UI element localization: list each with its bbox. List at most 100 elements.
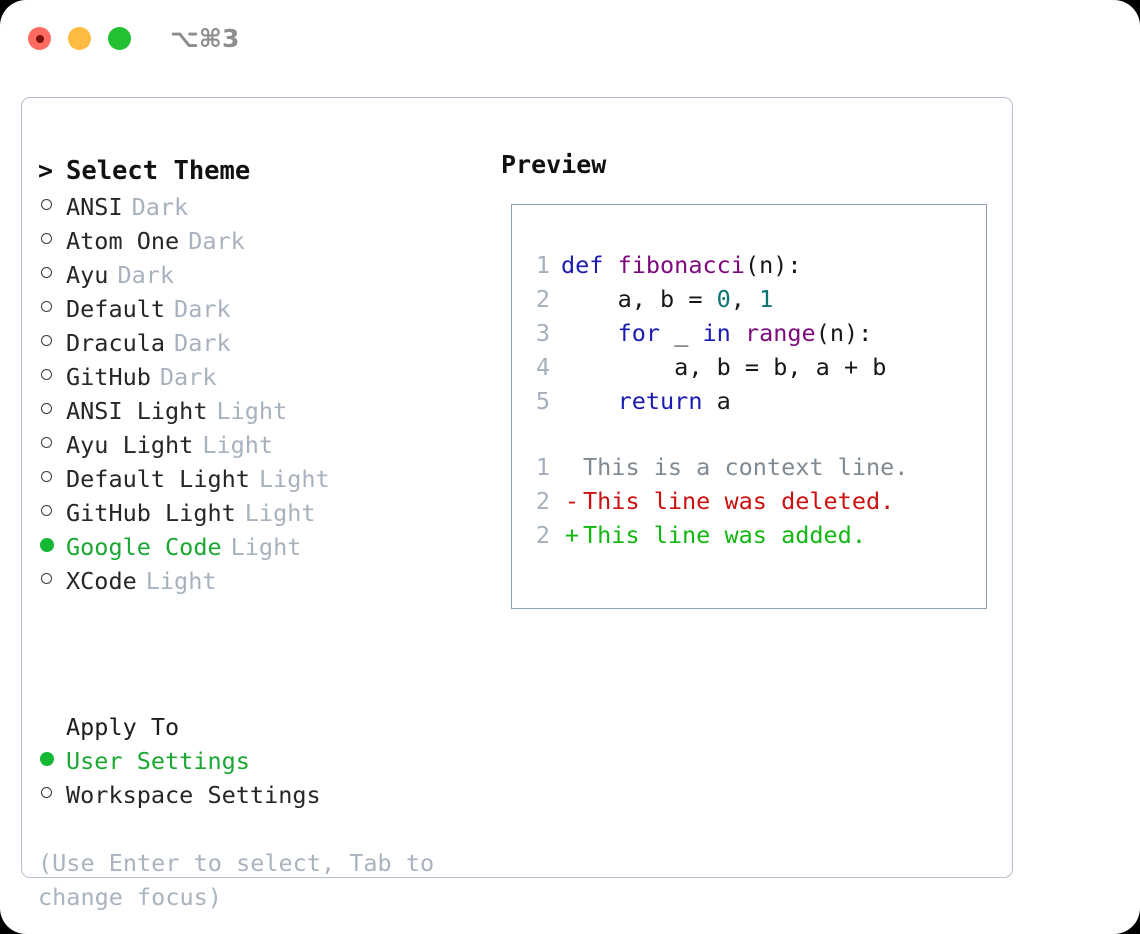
theme-list-item[interactable]: GitHub Light Light <box>38 496 478 530</box>
line-number: 3 <box>535 319 550 347</box>
theme-list-item[interactable]: Google Code Light <box>38 530 478 564</box>
line-number: 4 <box>535 353 550 381</box>
theme-name: Atom One <box>66 227 180 255</box>
code-token-plain: , <box>730 285 760 313</box>
code-token-plain <box>561 384 618 418</box>
code-token-kw: def <box>561 251 618 279</box>
theme-variant-badge: Dark <box>117 261 175 289</box>
theme-list-item[interactable]: Ayu Light Light <box>38 428 478 462</box>
theme-variant-badge: Dark <box>131 193 189 221</box>
apply-to-option-label: Workspace Settings <box>66 781 321 809</box>
theme-variant-badge: Light <box>230 533 302 561</box>
code-token-num: 0 <box>716 285 731 313</box>
close-window-button[interactable] <box>28 27 51 50</box>
theme-variant-badge: Dark <box>174 295 231 323</box>
diff-line: 2 +This line was added. <box>524 518 980 552</box>
code-token-kw: for <box>617 319 661 347</box>
theme-name: ANSI <box>66 193 123 221</box>
theme-variant-badge: Dark <box>159 363 217 391</box>
code-token-plain <box>561 316 618 350</box>
theme-name: Dracula <box>66 329 166 357</box>
minimize-window-button[interactable] <box>68 27 91 50</box>
code-token-plain: a, b = b, a + b <box>561 353 887 381</box>
diff-line-number: 2 <box>535 487 550 515</box>
theme-name: GitHub <box>66 363 151 391</box>
select-theme-header: > Select Theme <box>38 152 478 190</box>
apply-to-option-label: User Settings <box>66 747 250 775</box>
code-token-punct: (n): <box>744 251 802 279</box>
code-token-fn: fibonacci <box>617 251 745 279</box>
select-theme-label: Select Theme <box>66 156 251 186</box>
theme-list-item[interactable]: Dracula Dark <box>38 326 478 360</box>
diff-sign: + <box>564 521 580 549</box>
diff-sign: - <box>564 487 580 515</box>
code-line: 3 for _ in range(n): <box>524 316 980 350</box>
prompt-caret-icon: > <box>38 156 54 185</box>
window-title: ⌥⌘3 <box>170 24 240 53</box>
apply-to-label: Apply To <box>66 713 180 741</box>
maximize-window-button[interactable] <box>108 27 131 50</box>
code-token-kw: in <box>702 319 731 347</box>
diff-line-number: 2 <box>535 521 550 549</box>
theme-name: GitHub Light <box>66 499 236 527</box>
title-bar: ⌥⌘3 <box>0 0 1140 78</box>
theme-list-item[interactable]: GitHub Dark <box>38 360 478 394</box>
theme-list-item[interactable]: ANSI Dark <box>38 190 478 224</box>
theme-variant-badge: Light <box>145 567 217 595</box>
theme-list-item[interactable]: Default Light Light <box>38 462 478 496</box>
apply-to-header: Apply To <box>38 710 478 744</box>
line-number: 5 <box>535 387 550 415</box>
keyboard-hint-text: (Use Enter to select, Tab to change focu… <box>38 849 449 911</box>
theme-name: Default <box>66 295 166 323</box>
line-number: 2 <box>535 285 550 313</box>
code-line: 2 a, b = 0, 1 <box>524 282 980 316</box>
theme-list-item[interactable]: XCode Light <box>38 564 478 598</box>
diff-text: This is a context line. <box>583 453 909 481</box>
code-line: 1 def fibonacci(n): <box>524 248 980 282</box>
code-token-plain: a, b = <box>561 285 717 313</box>
code-token-plain <box>731 316 745 350</box>
apply-to-option[interactable]: Workspace Settings <box>38 778 478 812</box>
theme-variant-badge: Dark <box>174 329 231 357</box>
code-token-num: 1 <box>759 285 774 313</box>
theme-variant-badge: Light <box>258 465 330 493</box>
line-number: 1 <box>535 251 550 279</box>
theme-name: ANSI Light <box>66 397 208 425</box>
code-token-plain: _ <box>660 319 703 347</box>
theme-name: Google Code <box>66 533 222 561</box>
theme-name: XCode <box>66 567 137 595</box>
theme-list-item[interactable]: Ayu Dark <box>38 258 478 292</box>
theme-name: Ayu Light <box>66 431 194 459</box>
theme-variant-badge: Light <box>216 397 288 425</box>
diff-sample: 1 This is a context line. 2-This line was … <box>524 450 980 552</box>
diff-line: 2-This line was deleted. <box>524 484 980 518</box>
theme-list-item[interactable]: ANSI Light Light <box>38 394 478 428</box>
theme-list-item[interactable]: Default Dark <box>38 292 478 326</box>
preview-title: Preview <box>501 150 607 179</box>
code-line: 5 return a <box>524 384 980 418</box>
code-token-punct: (n): <box>815 319 873 347</box>
apply-to-option[interactable]: User Settings <box>38 744 478 778</box>
theme-list-item[interactable]: Atom One Dark <box>38 224 478 258</box>
diff-line: 1 This is a context line. <box>524 450 980 484</box>
diff-text: This line was added. <box>583 521 866 549</box>
code-line: 4 a, b = b, a + b <box>524 350 980 384</box>
theme-variant-badge: Light <box>244 499 316 527</box>
code-token-plain: a <box>702 387 731 415</box>
theme-name: Default Light <box>66 465 250 493</box>
code-token-fn: range <box>744 319 816 347</box>
theme-name: Ayu <box>66 261 109 289</box>
theme-variant-badge: Light <box>202 431 274 459</box>
diff-line-number: 1 <box>535 453 550 481</box>
code-token-kw: return <box>617 387 703 415</box>
theme-variant-badge: Dark <box>188 227 245 255</box>
